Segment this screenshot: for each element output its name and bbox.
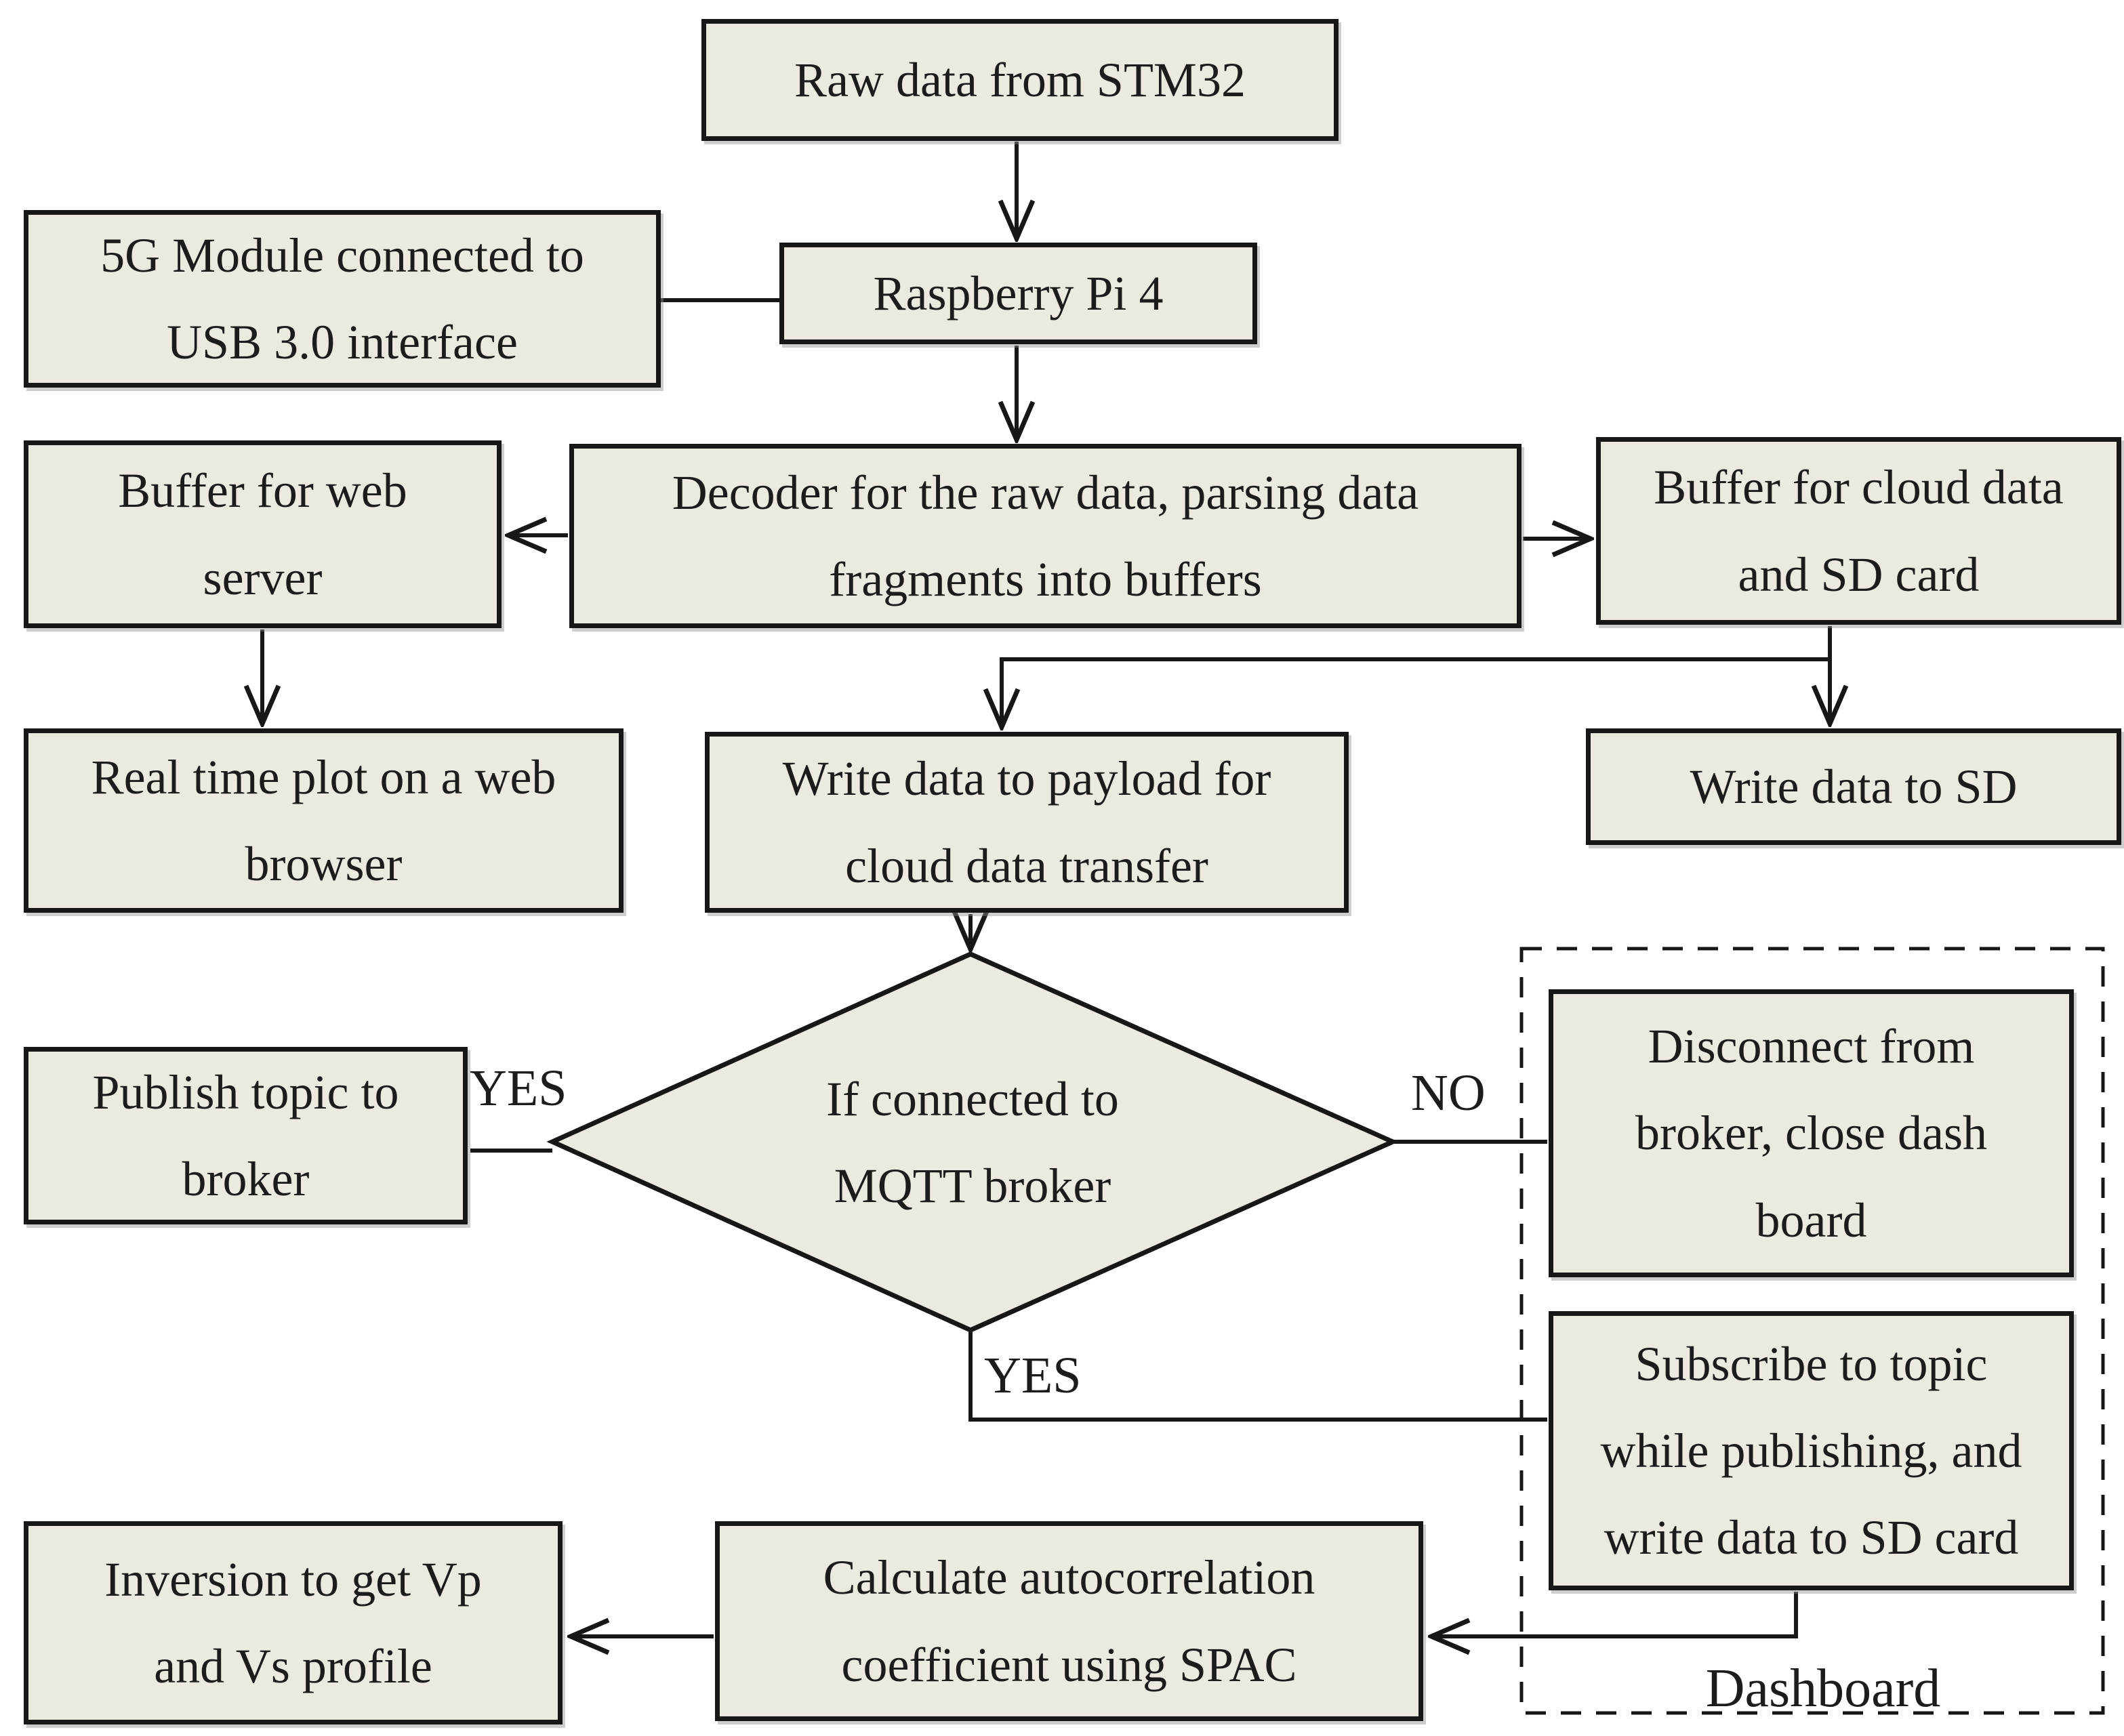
node-write-data-sd: Write data to SD	[1586, 728, 2121, 845]
node-publish-topic: Publish topic to broker	[24, 1047, 468, 1224]
dashboard-dashed-border	[1519, 947, 2105, 1715]
edge-buffercloud-to-payload	[1002, 657, 1830, 726]
node-decoder: Decoder for the raw data, parsing data f…	[569, 444, 1521, 628]
node-raw-data-stm32: Raw data from STM32	[701, 19, 1339, 141]
branch-label-yes-left: YES	[470, 1060, 567, 1117]
node-buffer-cloud-sd: Buffer for cloud data and SD card	[1596, 437, 2121, 625]
branch-label-no-right: NO	[1411, 1065, 1486, 1121]
decision-diamond-label: If connected to MQTT broker	[826, 1071, 1119, 1213]
node-calculate-spac: Calculate autocorrelation coefficient us…	[715, 1521, 1423, 1721]
node-buffer-web-server: Buffer for web server	[24, 440, 502, 628]
node-inversion-vp-vs: Inversion to get Vp and Vs profile	[24, 1521, 563, 1724]
node-write-payload: Write data to payload for cloud data tra…	[705, 732, 1349, 913]
node-subscribe-topic: Subscribe to topic while publishing, and…	[1549, 1311, 2074, 1590]
node-5g-module: 5G Module connected to USB 3.0 interface	[24, 210, 661, 388]
node-realtime-plot: Real time plot on a web browser	[24, 728, 624, 913]
node-raspberry-pi-4: Raspberry Pi 4	[779, 243, 1257, 344]
branch-label-yes-bottom: YES	[984, 1347, 1082, 1404]
edge-decision-yes-to-subscribe	[968, 1330, 1547, 1422]
dashboard-caption: Dashboard	[1705, 1659, 1941, 1718]
node-disconnect-broker: Disconnect from broker, close dash board	[1549, 989, 2074, 1277]
edge-subscribe-to-calculate	[1433, 1592, 1798, 1636]
